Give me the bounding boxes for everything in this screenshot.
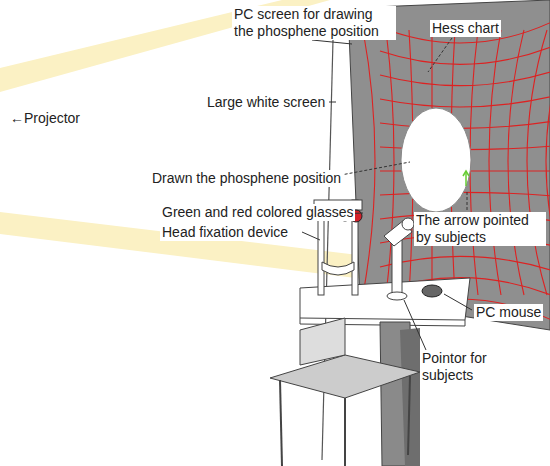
device-label: Head fixation device — [160, 224, 290, 241]
ellipse-label: Drawn the phosphene position — [150, 170, 343, 187]
mouse-label: PC mouse — [474, 304, 543, 321]
glasses-label: Green and red colored glasses — [160, 204, 355, 221]
arrow-label: The arrow pointed by subjects — [414, 212, 546, 246]
pointer-label: Pointor for subjects — [420, 350, 514, 384]
projector-label: ←Projector — [8, 110, 82, 127]
screen-label: Large white screen — [205, 94, 327, 111]
chart-label: Hess chart — [430, 20, 501, 37]
screen-label: PC screen for drawing the phosphene posi… — [232, 6, 396, 40]
